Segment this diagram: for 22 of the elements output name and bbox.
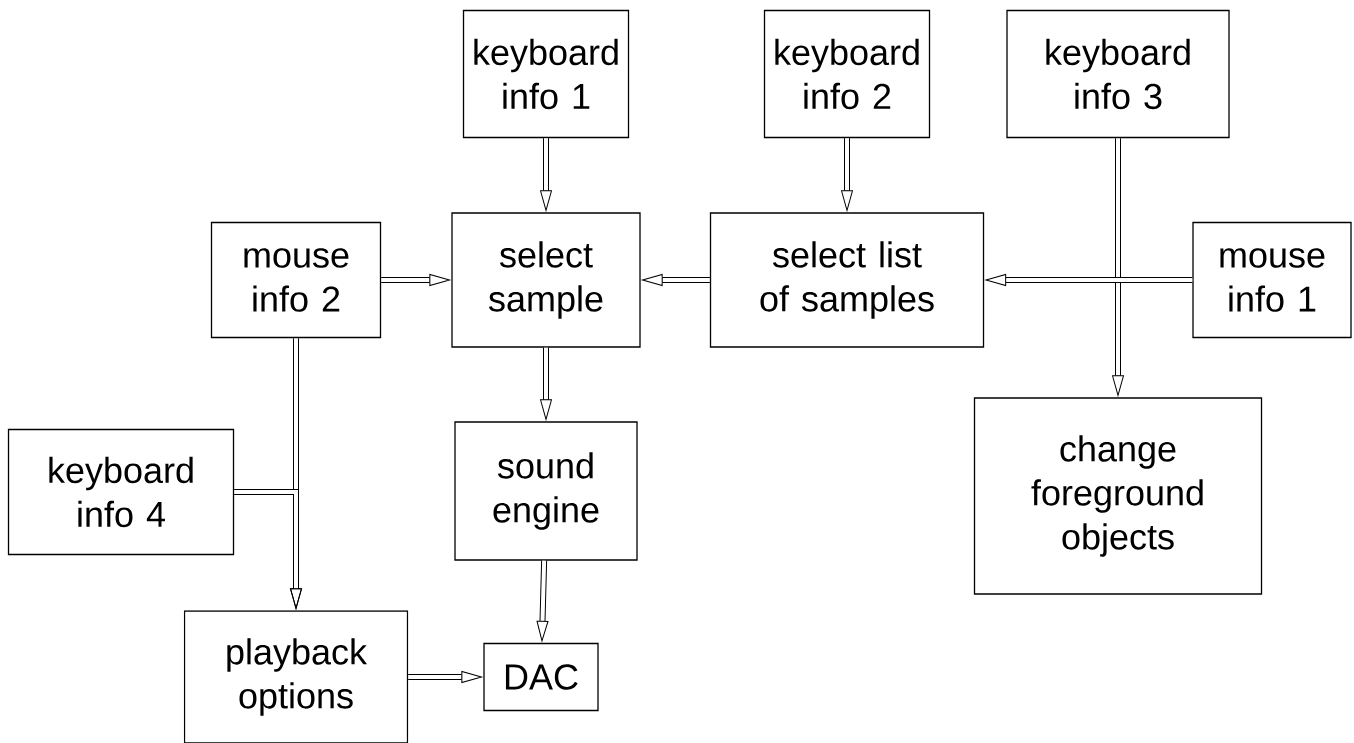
process-box: sound engine: [454, 421, 638, 561]
arrow: [381, 274, 450, 286]
process-box: select list of samples: [709, 212, 985, 348]
process-box: keyboard info 1: [462, 9, 630, 139]
process-box: keyboard info 4: [7, 428, 235, 556]
process-box: keyboard info 3: [1006, 9, 1230, 139]
process-box: mouse info 2: [210, 221, 382, 339]
arrow: [985, 274, 1193, 286]
process-box: mouse info 1: [1192, 221, 1352, 339]
arrow: [234, 489, 302, 609]
process-box: select sample: [451, 212, 641, 348]
process-box: keyboard info 2: [763, 9, 931, 139]
arrow: [1112, 138, 1124, 396]
arrow: [408, 671, 482, 683]
arrow: [540, 347, 552, 420]
arrow: [841, 138, 853, 211]
arrow: [642, 274, 710, 286]
process-box: change foreground objects: [973, 397, 1263, 595]
process-box: DAC: [483, 642, 599, 712]
arrow: [540, 138, 552, 211]
arrow: [536, 560, 549, 642]
process-box: playback options: [183, 610, 409, 743]
